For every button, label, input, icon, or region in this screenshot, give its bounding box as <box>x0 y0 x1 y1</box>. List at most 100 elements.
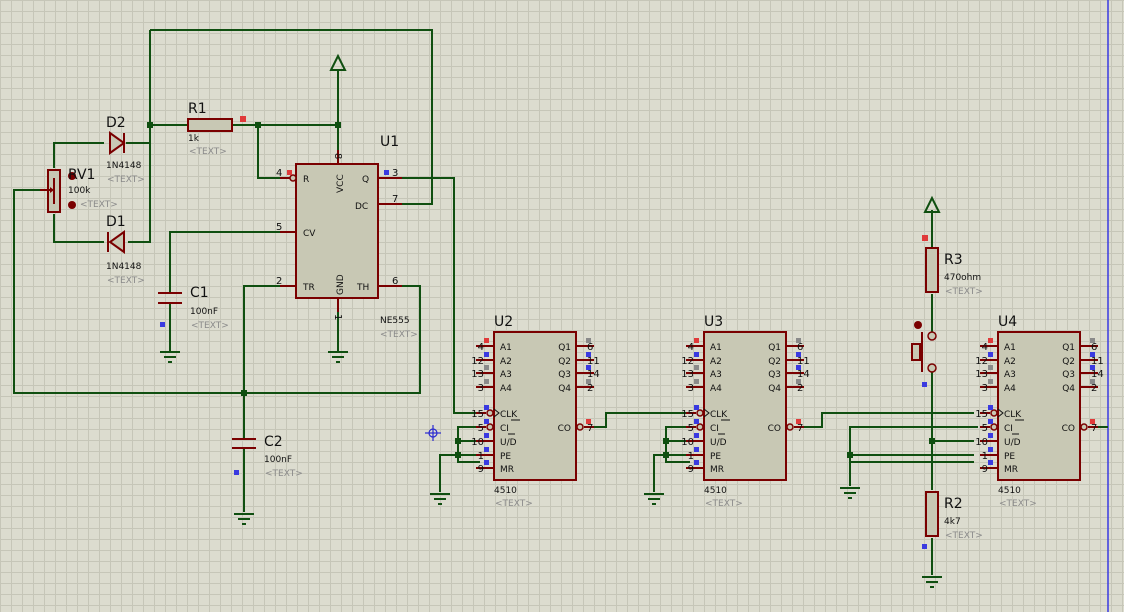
svg-text:2: 2 <box>276 276 282 287</box>
counter-pin-number: 5 <box>478 423 484 434</box>
svg-text:TH: TH <box>356 283 369 293</box>
r3-ref: R3 <box>944 252 963 268</box>
rv1-potentiometer[interactable]: RV1 100k <TEXT> <box>40 167 118 213</box>
counter-pin-label: A1 <box>500 343 512 353</box>
d2-ref: D2 <box>106 115 126 131</box>
counter-pin-number: 3 <box>478 383 484 394</box>
counter-pin-label: Q4 <box>558 384 571 394</box>
counter-pin-label: A3 <box>710 370 722 380</box>
counter-pin-label: Q3 <box>1062 370 1075 380</box>
r1-ref: R1 <box>188 101 207 117</box>
r1-resistor[interactable]: R1 1k <TEXT> <box>187 101 246 157</box>
counter-pin-number: 9 <box>982 464 988 475</box>
c2-ref: C2 <box>264 434 283 450</box>
u1-ref: U1 <box>380 134 399 150</box>
d1-diode[interactable]: D1 1N4148 <TEXT> <box>106 214 145 286</box>
c1-capacitor[interactable]: C1 100nF <TEXT> <box>158 285 229 331</box>
counter-pin-number: 3 <box>688 383 694 394</box>
counter-u2[interactable]: U24510<TEXT>A14A212A313A43CLK15CI5U/D10P… <box>471 314 599 509</box>
counter-pin-number: 4 <box>688 342 694 353</box>
counter-pin-number: 4 <box>478 342 484 353</box>
counter-pin-number: 4 <box>982 342 988 353</box>
d1-text: <TEXT> <box>107 276 145 286</box>
counter-pin-label: Q2 <box>558 357 571 367</box>
counter-pin-label: A1 <box>710 343 722 353</box>
counter-pin-label: Q3 <box>768 370 781 380</box>
counter-pin-label: Q2 <box>1062 357 1075 367</box>
d2-diode[interactable]: D2 1N4148 <TEXT> <box>106 115 145 185</box>
counter-pin-number: 14 <box>797 369 810 380</box>
counter-pin-number: 10 <box>681 437 694 448</box>
counter-pin-label: CO <box>768 424 781 434</box>
counter-pin-number: 15 <box>471 409 484 420</box>
svg-text:Q: Q <box>362 175 369 185</box>
counter-pin-label: U/D <box>1004 438 1021 448</box>
counter-pin-number: 14 <box>1091 369 1104 380</box>
counter-pin-label: PE <box>500 452 511 462</box>
counter-pin-label: A2 <box>500 357 512 367</box>
c2-capacitor[interactable]: C2 100nF <TEXT> <box>232 434 303 479</box>
svg-text:5: 5 <box>276 222 282 233</box>
wires[interactable] <box>13 29 1108 575</box>
counter-pin-number: 1 <box>688 451 694 462</box>
u1-ne555[interactable]: U1 NE555 <TEXT> R CV TR Q DC TH VCC GND … <box>276 134 418 340</box>
counter-ref: U2 <box>494 314 513 330</box>
counter-pin-number: 12 <box>471 356 484 367</box>
counter-pin-number: 11 <box>797 356 810 367</box>
counter-pin-label: CLK <box>500 410 518 420</box>
counter-value: 4510 <box>998 486 1021 496</box>
counter-pin-number: 10 <box>975 437 988 448</box>
counter-pin-number: 2 <box>587 383 593 394</box>
counter-pin-label: Q1 <box>558 343 571 353</box>
counter-text: <TEXT> <box>999 499 1037 509</box>
counter-pin-label: Q4 <box>1062 384 1075 394</box>
r3-resistor[interactable]: R3 470ohm <TEXT> <box>922 235 983 297</box>
counter-pin-number: 13 <box>975 369 988 380</box>
counter-pin-number: 9 <box>688 464 694 475</box>
counter-pin-number: 6 <box>797 342 803 353</box>
svg-text:VCC: VCC <box>336 174 346 193</box>
svg-text:7: 7 <box>392 194 398 205</box>
svg-text:DC: DC <box>355 202 368 212</box>
counter-pin-label: CLK <box>1004 410 1022 420</box>
pushbutton-switch[interactable] <box>911 321 937 387</box>
svg-text:6: 6 <box>392 276 398 287</box>
counter-pin-number: 7 <box>797 423 803 434</box>
counter-ref: U3 <box>704 314 723 330</box>
junction-dots <box>147 122 935 458</box>
counter-value: 4510 <box>494 486 517 496</box>
counter-text: <TEXT> <box>495 499 533 509</box>
r2-text: <TEXT> <box>945 531 983 541</box>
counter-pin-label: A4 <box>500 384 512 394</box>
counter-pin-number: 1 <box>982 451 988 462</box>
counter-pin-number: 2 <box>1091 383 1097 394</box>
counter-pin-label: CO <box>1062 424 1075 434</box>
counter-chips[interactable]: U24510<TEXT>A14A212A313A43CLK15CI5U/D10P… <box>471 314 1103 509</box>
svg-text:3: 3 <box>392 168 398 179</box>
power-terminal-r3[interactable] <box>923 195 941 213</box>
d2-value: 1N4148 <box>106 161 142 171</box>
counter-pin-label: A2 <box>1004 357 1016 367</box>
counter-pin-label: PE <box>1004 452 1015 462</box>
counter-pin-number: 1 <box>478 451 484 462</box>
counter-pin-label: CO <box>558 424 571 434</box>
counter-pin-number: 15 <box>975 409 988 420</box>
c1-ref: C1 <box>190 285 209 301</box>
r3-value: 470ohm <box>944 273 981 283</box>
counter-pin-number: 11 <box>587 356 600 367</box>
counter-pin-label: Q3 <box>558 370 571 380</box>
counter-pin-label: A1 <box>1004 343 1016 353</box>
r1-value: 1k <box>188 134 200 144</box>
counter-pin-number: 12 <box>681 356 694 367</box>
counter-u4[interactable]: U44510<TEXT>A14A212A313A43CLK15CI5U/D10P… <box>975 314 1103 509</box>
counter-pin-number: 2 <box>797 383 803 394</box>
power-terminal-u1[interactable] <box>329 53 347 75</box>
counter-pin-number: 3 <box>982 383 988 394</box>
counter-pin-label: A3 <box>500 370 512 380</box>
counter-pin-label: A3 <box>1004 370 1016 380</box>
counter-u3[interactable]: U34510<TEXT>A14A212A313A43CLK15CI5U/D10P… <box>681 314 809 509</box>
r2-resistor[interactable]: R2 4k7 <TEXT> <box>922 491 983 549</box>
r2-value: 4k7 <box>944 517 961 527</box>
